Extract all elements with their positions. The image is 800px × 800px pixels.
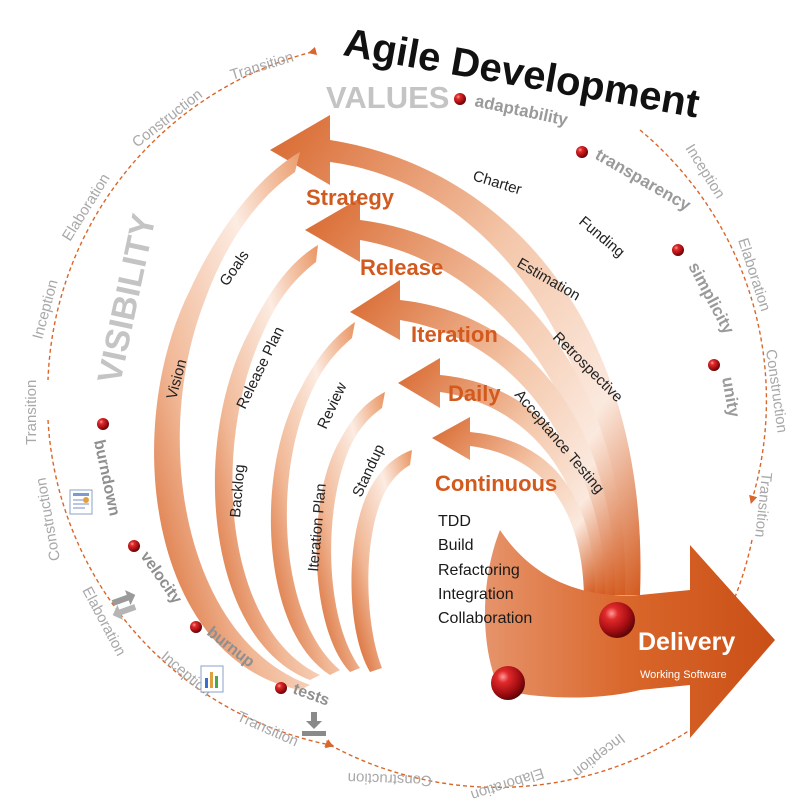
ring-label: Construction — [347, 769, 432, 789]
practice-item: Integration — [438, 586, 514, 603]
delivery-title: Delivery — [638, 628, 735, 656]
daily-arrow — [316, 358, 605, 672]
practice-item: Build — [438, 537, 474, 554]
report-icon — [69, 489, 93, 515]
visibility-bullet — [128, 540, 140, 552]
practice-item: Refactoring — [438, 562, 520, 579]
value-item: simplicity — [684, 259, 738, 338]
swap-arrows-icon — [111, 590, 137, 620]
ring-label: Transition — [234, 708, 301, 750]
continuous-arrow — [351, 417, 595, 672]
delivery-subtitle: Working Software — [640, 669, 727, 681]
ring-label: Elaboration — [734, 236, 774, 313]
values-heading: VALUES — [326, 80, 449, 115]
visibility-heading: VISIBILITY — [91, 210, 164, 386]
ring-label: Construction — [129, 86, 206, 151]
iteration-arrow — [270, 280, 616, 675]
level-strategy: Strategy — [306, 185, 395, 210]
ring-label: Inception — [29, 278, 61, 341]
bar-chart-icon — [200, 665, 224, 693]
ring-label: Transition — [228, 48, 295, 83]
level-iteration: Iteration — [411, 322, 498, 347]
ring-label: Elaboration — [469, 764, 546, 800]
ring-label: Elaboration — [59, 171, 114, 244]
label-funding: Funding — [575, 213, 627, 261]
practices-list: TDD Build Refactoring Integration Collab… — [438, 513, 532, 627]
level-release: Release — [360, 255, 443, 280]
visibility-item: burndown — [90, 438, 123, 517]
delivery-arrow — [485, 530, 775, 738]
ring-label: Elaboration — [78, 584, 129, 659]
strategy-arrow — [154, 115, 641, 690]
practice-item: TDD — [438, 513, 471, 530]
visibility-item: tests — [291, 681, 332, 710]
ring-label: Inception — [682, 141, 729, 202]
visibility-bullet — [190, 621, 202, 633]
value-bullet — [708, 359, 720, 371]
ring-label: Inception — [570, 730, 628, 781]
value-item: transparency — [592, 145, 694, 215]
visibility-bullet — [275, 682, 287, 694]
value-bullet — [672, 244, 684, 256]
delivery-sphere — [599, 602, 635, 638]
download-tray-icon — [302, 712, 326, 736]
label-review: Review — [314, 380, 350, 432]
level-continuous: Continuous — [435, 471, 557, 496]
ring-label: Transition — [23, 380, 40, 445]
start-sphere — [491, 666, 525, 700]
ring-label: Transition — [751, 472, 775, 539]
ring-labels-right: Inception Elaboration Construction Trans… — [682, 141, 791, 538]
value-bullet — [576, 146, 588, 158]
value-bullet — [454, 93, 466, 105]
label-backlog: Backlog — [227, 464, 249, 519]
ring-label: Construction — [762, 348, 791, 434]
level-daily: Daily — [448, 381, 501, 406]
visibility-bullet — [97, 418, 109, 430]
label-charter: Charter — [471, 168, 524, 199]
value-item: unity — [718, 375, 744, 419]
practice-item: Collaboration — [438, 610, 532, 627]
